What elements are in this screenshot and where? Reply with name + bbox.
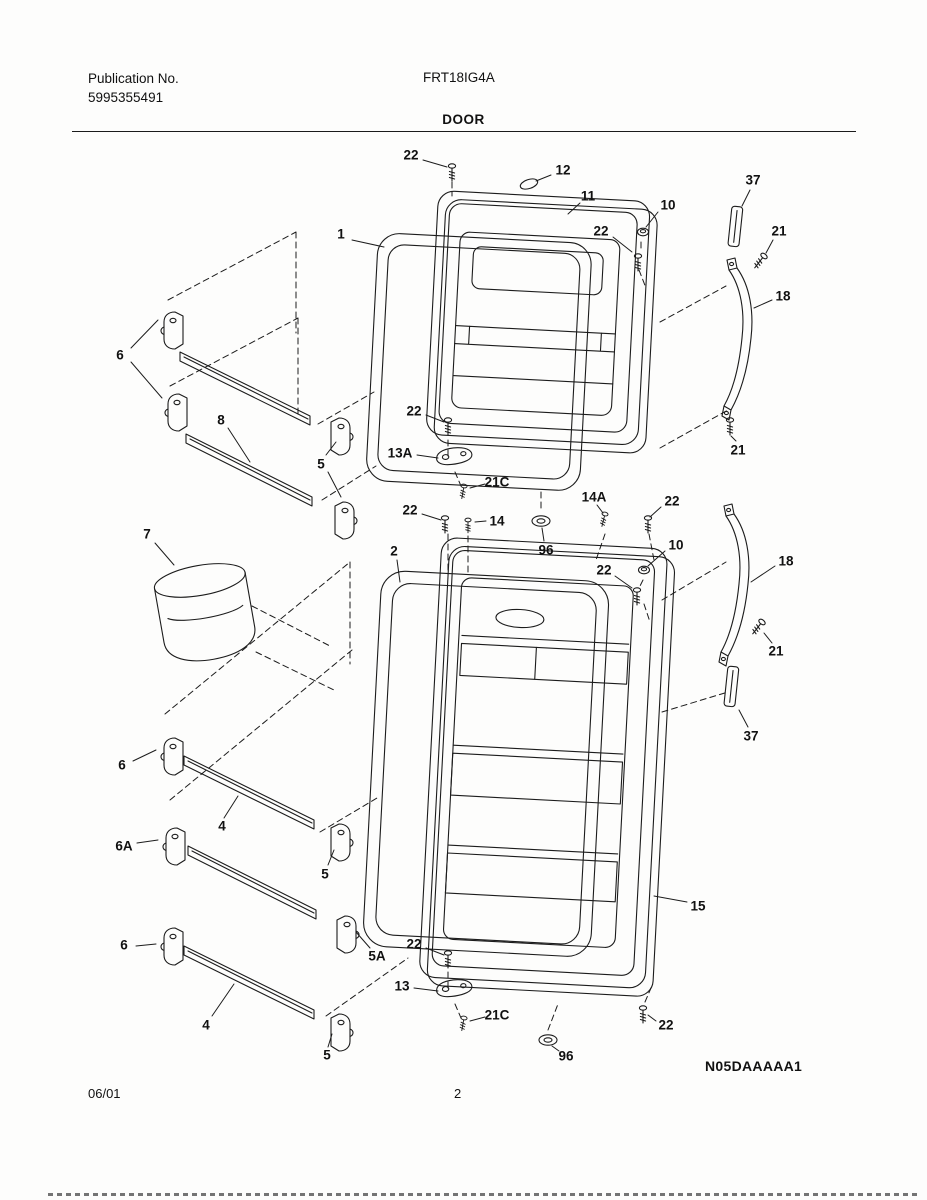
fridge-door-gasket [363, 570, 610, 957]
handle-trim-37-top [727, 205, 744, 248]
freezer-shelf-rails [160, 311, 358, 540]
screw-14 [464, 517, 472, 534]
part-7-bin [153, 563, 256, 662]
fridge-door-panel [419, 537, 676, 997]
screw-21 [751, 251, 769, 271]
screw-21 [725, 417, 735, 436]
screw-22 [447, 163, 457, 182]
screw-22 [632, 587, 642, 606]
handle-trim-37-bottom [723, 665, 740, 708]
publication-label: Publication No. [88, 71, 179, 86]
shelf-rail-4 [183, 755, 315, 830]
publication-number: 5995355491 [88, 89, 164, 105]
section-title: DOOR [442, 112, 485, 127]
shelf-rail-4 [187, 845, 317, 920]
end-cap-6 [160, 311, 184, 350]
end-cap-5 [334, 501, 358, 540]
end-cap-5a [336, 915, 360, 954]
screw-22 [443, 417, 453, 436]
screw-22 [443, 950, 453, 969]
shelf-rail-4 [183, 945, 315, 1020]
screw-22 [440, 515, 450, 534]
publication-block: Publication No. 5995355491 [88, 70, 179, 108]
hinge-bracket-13 [435, 977, 474, 999]
screw-22 [638, 1005, 648, 1024]
washer-96 [531, 515, 551, 527]
header-rule [72, 131, 856, 132]
hinge-bracket-13a [435, 445, 474, 467]
model-number: FRT18IG4A [423, 70, 495, 85]
scan-edge-artifact [48, 1193, 917, 1196]
footer-date: 06/01 [88, 1086, 121, 1101]
footer-page-number: 2 [454, 1086, 462, 1101]
end-cap-5 [330, 1013, 354, 1052]
door-handle-18-bottom [718, 503, 750, 667]
end-cap-6a [162, 827, 186, 866]
callout-leader-lines [130, 159, 776, 1052]
door-handle-18-top [721, 257, 753, 421]
washer-96 [538, 1034, 558, 1046]
grommet-10 [636, 227, 650, 237]
shelf-rail-8 [179, 351, 311, 426]
end-cap-6 [164, 393, 188, 432]
footer-diagram-code: N05DAAAAA1 [705, 1058, 803, 1074]
part-12-plug [519, 178, 539, 190]
screw-21c [458, 1015, 468, 1032]
fridge-shelf-rails [160, 737, 360, 1052]
end-cap-6 [160, 737, 184, 776]
end-cap-5 [330, 823, 354, 862]
shelf-rail-8 [185, 433, 313, 507]
assembly-dashed-lines [164, 181, 729, 1031]
freezer-door-panel [426, 190, 658, 454]
end-cap-6 [160, 927, 184, 966]
screw-22 [643, 515, 653, 534]
screw-14a [598, 510, 609, 528]
grommet-10 [637, 565, 651, 575]
end-cap-5 [330, 417, 354, 456]
freezer-door-gasket [366, 233, 592, 491]
